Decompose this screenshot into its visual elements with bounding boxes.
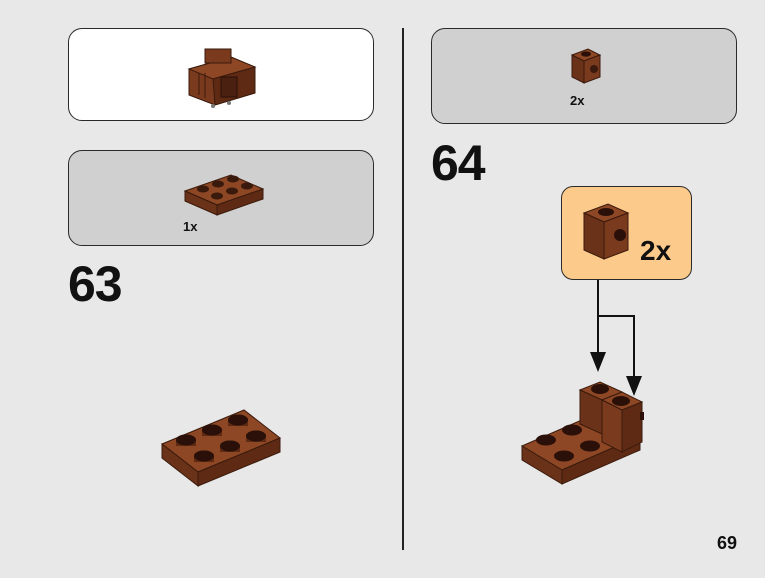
step-number-63: 63	[68, 256, 123, 312]
step63-parts-panel: 1x	[68, 150, 374, 246]
brown-bracket-assembly-icon	[520, 381, 644, 485]
column-divider	[402, 28, 404, 550]
page-number: 69	[716, 533, 737, 553]
brown-plate-2x3-assembly-icon	[161, 409, 281, 488]
placement-arrows-icon	[590, 280, 642, 396]
brown-bracket-brick-icon	[582, 203, 630, 260]
step64-parts-panel: 2x	[431, 28, 737, 124]
brown-container-assembly-icon	[187, 48, 257, 108]
part-count: 2x	[570, 93, 585, 108]
previous-assembly-panel	[68, 28, 374, 121]
brown-plate-2x3-icon	[183, 174, 265, 216]
part-count: 1x	[183, 219, 198, 234]
sub-step-callout: 2x	[561, 186, 692, 280]
brown-bracket-brick-icon	[570, 48, 602, 84]
callout-count: 2x	[640, 235, 672, 266]
step-number-64: 64	[431, 135, 486, 191]
